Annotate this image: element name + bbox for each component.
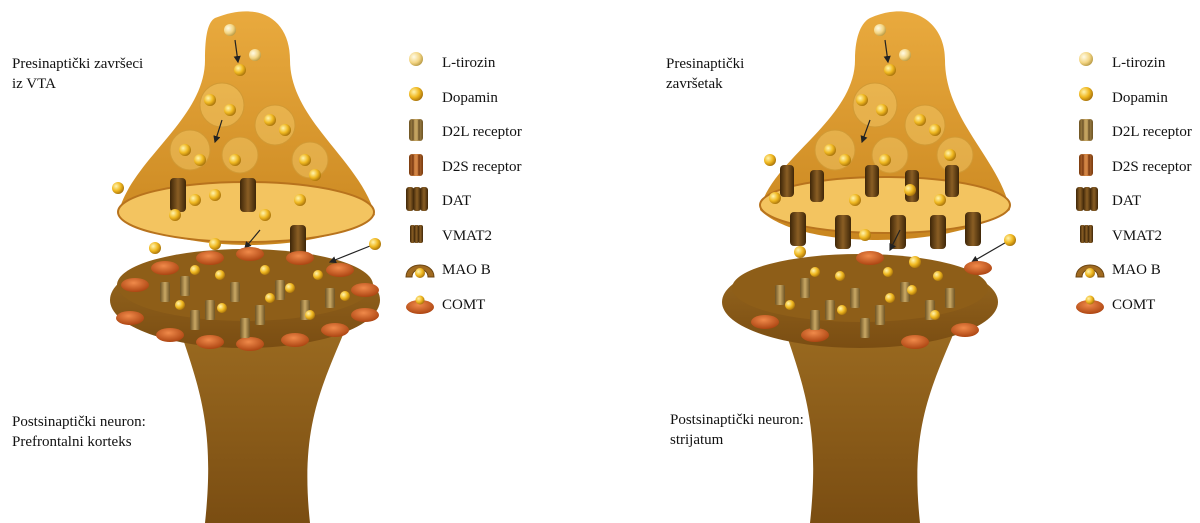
legend-label: L-tirozin [442,54,495,72]
dopamine-icon [1074,83,1104,114]
legend-item: VMAT2 [1074,221,1200,251]
legend-label: VMAT2 [442,227,492,245]
comt-icon [1074,290,1110,321]
postsynaptic-label: Postsinaptički neuron: Prefrontalni kort… [12,412,146,452]
legend-item: D2S receptor [404,152,604,182]
postsynaptic-neuron [785,330,955,523]
postsynaptic-label-line1: Postsinaptički neuron: [670,410,804,430]
dat-icon [404,186,434,217]
comt-icon [404,290,440,321]
legend-label: DAT [1112,192,1141,210]
dat-icon [1074,186,1104,217]
legend-label: Dopamin [1112,89,1168,107]
tyrosine-icon [404,48,434,79]
d2s-receptor-icon [404,152,434,183]
legend-label: VMAT2 [1112,227,1162,245]
legend-item: L-tirozin [1074,48,1200,78]
vmat2-icon [404,221,434,252]
legend-label: MAO B [1112,261,1161,279]
legend-item: MAO B [404,255,604,285]
postsynaptic-label: Postsinaptički neuron: strijatum [670,410,804,450]
legend-item: MAO B [1074,255,1200,285]
presynaptic-label: Presinaptički završetak [666,54,744,94]
presynaptic-label: Presinaptički završeci iz VTA [12,54,143,94]
legend-item: L-tirozin [404,48,604,78]
legend-label: D2S receptor [442,158,522,176]
tyrosine-icon [1074,48,1104,79]
mao-b-icon [404,255,440,286]
legend-item: Dopamin [404,83,604,113]
legend-label: COMT [1112,296,1155,314]
mao-b-icon [1074,255,1110,286]
legend-item: D2L receptor [404,117,604,147]
dopamine-icon [404,83,434,114]
legend-label: D2L receptor [1112,123,1192,141]
postsynaptic-label-line2: Prefrontalni korteks [12,432,146,452]
presynaptic-label-line2: završetak [666,74,744,94]
presynaptic-label-line1: Presinaptički [666,54,744,74]
synapse-panel-right: Presinaptički završetak Postsinaptički n… [600,0,1200,523]
presynaptic-label-line2: iz VTA [12,74,143,94]
legend-item: COMT [1074,290,1200,320]
legend-label: Dopamin [442,89,498,107]
postsynaptic-label-line2: strijatum [670,430,804,450]
postsynaptic-neuron [180,330,345,523]
legend-item: Dopamin [1074,83,1200,113]
legend-item: DAT [1074,186,1200,216]
legend-label: D2L receptor [442,123,522,141]
legend-item: VMAT2 [404,221,604,251]
legend-item: D2L receptor [1074,117,1200,147]
postsynaptic-label-line1: Postsinaptički neuron: [12,412,146,432]
synapse-panel-left: Presinaptički završeci iz VTA Postsinapt… [0,0,600,523]
vmat2-icon [1074,221,1104,252]
legend-item: D2S receptor [1074,152,1200,182]
d2l-receptor-icon [404,117,434,148]
legend-label: COMT [442,296,485,314]
presynaptic-label-line1: Presinaptički završeci [12,54,143,74]
legend-label: L-tirozin [1112,54,1165,72]
legend-label: DAT [442,192,471,210]
legend-item: COMT [404,290,604,320]
legend-item: DAT [404,186,604,216]
legend-label: D2S receptor [1112,158,1192,176]
legend-label: MAO B [442,261,491,279]
d2s-receptor-icon [1074,152,1104,183]
d2l-receptor-icon [1074,117,1104,148]
